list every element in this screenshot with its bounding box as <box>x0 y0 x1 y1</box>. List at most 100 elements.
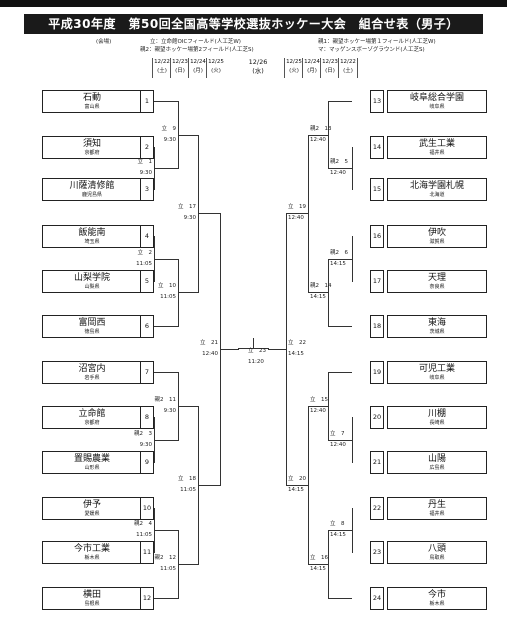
team-prefecture: 長崎県 <box>429 420 445 426</box>
bracket-line <box>154 258 178 260</box>
bracket-line <box>352 147 353 190</box>
team-box: 天理奈良県 <box>387 270 487 293</box>
match-time: 14:15 <box>288 351 304 358</box>
bracket-line <box>328 258 329 327</box>
team-box: 置賜農業山形県 <box>42 451 142 474</box>
match-time: 12:40 <box>330 441 346 448</box>
venue-left-1: 立：立命館OICフィールド(人工芝W) <box>150 39 241 45</box>
team-box: 八頭鳥取県 <box>387 541 487 564</box>
match-time: 11:05 <box>160 294 176 301</box>
match-label: 立 9 <box>161 125 177 132</box>
schedule-day: 12/25(火) <box>284 58 303 78</box>
team-prefecture: 北海道 <box>429 192 445 198</box>
team-box: 立命館京都府 <box>42 406 142 429</box>
seed-number: 16 <box>370 225 384 248</box>
match-label: 親2 12 <box>154 555 177 561</box>
seed-number: 1 <box>140 90 154 113</box>
schedule-day-final: 12/26(水) <box>248 58 268 75</box>
seed-number: 23 <box>370 541 384 564</box>
team-box: 沼宮内岩手県 <box>42 361 142 384</box>
match-label: 立 22 <box>288 340 306 347</box>
bracket-line <box>198 484 220 486</box>
bracket-line <box>352 508 353 553</box>
team-name: 丹生 <box>427 500 446 510</box>
team-prefecture: 福井県 <box>429 150 445 156</box>
team-name: 飯能南 <box>78 228 106 238</box>
bracket-line <box>154 598 178 599</box>
team-prefecture: 栃木県 <box>429 601 445 607</box>
team-name: 武生工業 <box>418 139 455 149</box>
team-name: 東海 <box>427 318 446 328</box>
seed-number: 13 <box>370 90 384 113</box>
seed-number: 22 <box>370 497 384 520</box>
bracket-line <box>328 326 352 327</box>
team-box: 東海茨城県 <box>387 315 487 338</box>
match-time: 12:40 <box>310 136 326 143</box>
match-label: 立 1 <box>137 159 153 165</box>
team-box: 横田島根県 <box>42 587 142 610</box>
schedule-day: 12/22(土) <box>152 58 171 78</box>
seed-number: 19 <box>370 361 384 384</box>
bracket-line <box>308 405 309 565</box>
bracket-line <box>328 168 352 169</box>
team-name: 今市工業 <box>73 544 110 554</box>
team-prefecture: 山梨県 <box>84 284 100 290</box>
match-time: 9:30 <box>183 215 196 222</box>
match-label: 親2 5 <box>330 159 348 165</box>
team-box: 伊吹滋賀県 <box>387 225 487 248</box>
bracket-line <box>328 598 352 599</box>
team-name: 北海学園札幌 <box>409 181 464 191</box>
bracket-line <box>308 134 328 136</box>
bracket-line <box>352 236 353 282</box>
team-name: 沼宮内 <box>78 364 106 374</box>
bracket-line <box>328 372 329 441</box>
bracket-line <box>154 326 178 327</box>
match-label: 立 7 <box>330 430 345 437</box>
bracket-line <box>286 213 308 215</box>
match-time: 11:05 <box>136 260 152 267</box>
match-label: 立 16 <box>310 555 328 561</box>
team-prefecture: 愛媛県 <box>84 511 100 517</box>
venue-heading: (会場) <box>96 39 112 45</box>
match-time: 11:05 <box>180 486 196 493</box>
team-box: 岐阜総合学園岐阜県 <box>387 90 487 113</box>
match-label: 親2 14 <box>310 283 332 290</box>
schedule-day: 12/23(日) <box>170 58 189 78</box>
team-name: 伊予 <box>82 500 101 510</box>
match-time: 9:30 <box>163 407 176 414</box>
seed-number: 6 <box>140 315 154 338</box>
match-time: 9:30 <box>163 136 176 143</box>
team-prefecture: 岐阜県 <box>429 375 445 381</box>
bracket-line <box>154 372 178 373</box>
match-label: 立 15 <box>310 396 328 403</box>
team-prefecture: 広島県 <box>429 465 445 471</box>
bracket-line <box>328 101 329 169</box>
seed-number: 7 <box>140 361 154 384</box>
bracket-line <box>154 168 178 169</box>
team-box: 石動富山県 <box>42 90 142 113</box>
bracket-line <box>328 530 352 531</box>
bracket-line <box>328 530 329 599</box>
team-name: 山陽 <box>427 454 446 464</box>
bracket-line <box>286 484 308 486</box>
bracket-line <box>308 405 328 407</box>
match-label: 立 18 <box>178 475 196 482</box>
team-box: 須知京都府 <box>42 136 142 159</box>
team-name: 山梨学院 <box>73 273 110 283</box>
team-prefecture: 島根県 <box>84 601 100 607</box>
match-label: 立 19 <box>288 204 306 211</box>
team-prefecture: 岩手県 <box>84 375 100 381</box>
match-label: 立 10 <box>158 283 176 290</box>
team-box: 北海学園札幌北海道 <box>387 178 487 201</box>
bracket-line <box>178 292 198 294</box>
bracket-line <box>328 439 352 441</box>
seed-number: 9 <box>140 451 154 474</box>
match-time: 9:30 <box>139 170 152 176</box>
venue-left-2: 親2：親望ホッケー場第2フィールド(人工芝S) <box>140 47 254 53</box>
team-prefecture: 茨城県 <box>429 329 445 335</box>
match-time: 14:15 <box>330 260 346 267</box>
team-prefecture: 鹿児島県 <box>81 192 102 198</box>
match-time: 11:20 <box>248 359 264 365</box>
schedule-day: 12/25(火) <box>206 58 225 78</box>
team-box: 川棚長崎県 <box>387 406 487 429</box>
